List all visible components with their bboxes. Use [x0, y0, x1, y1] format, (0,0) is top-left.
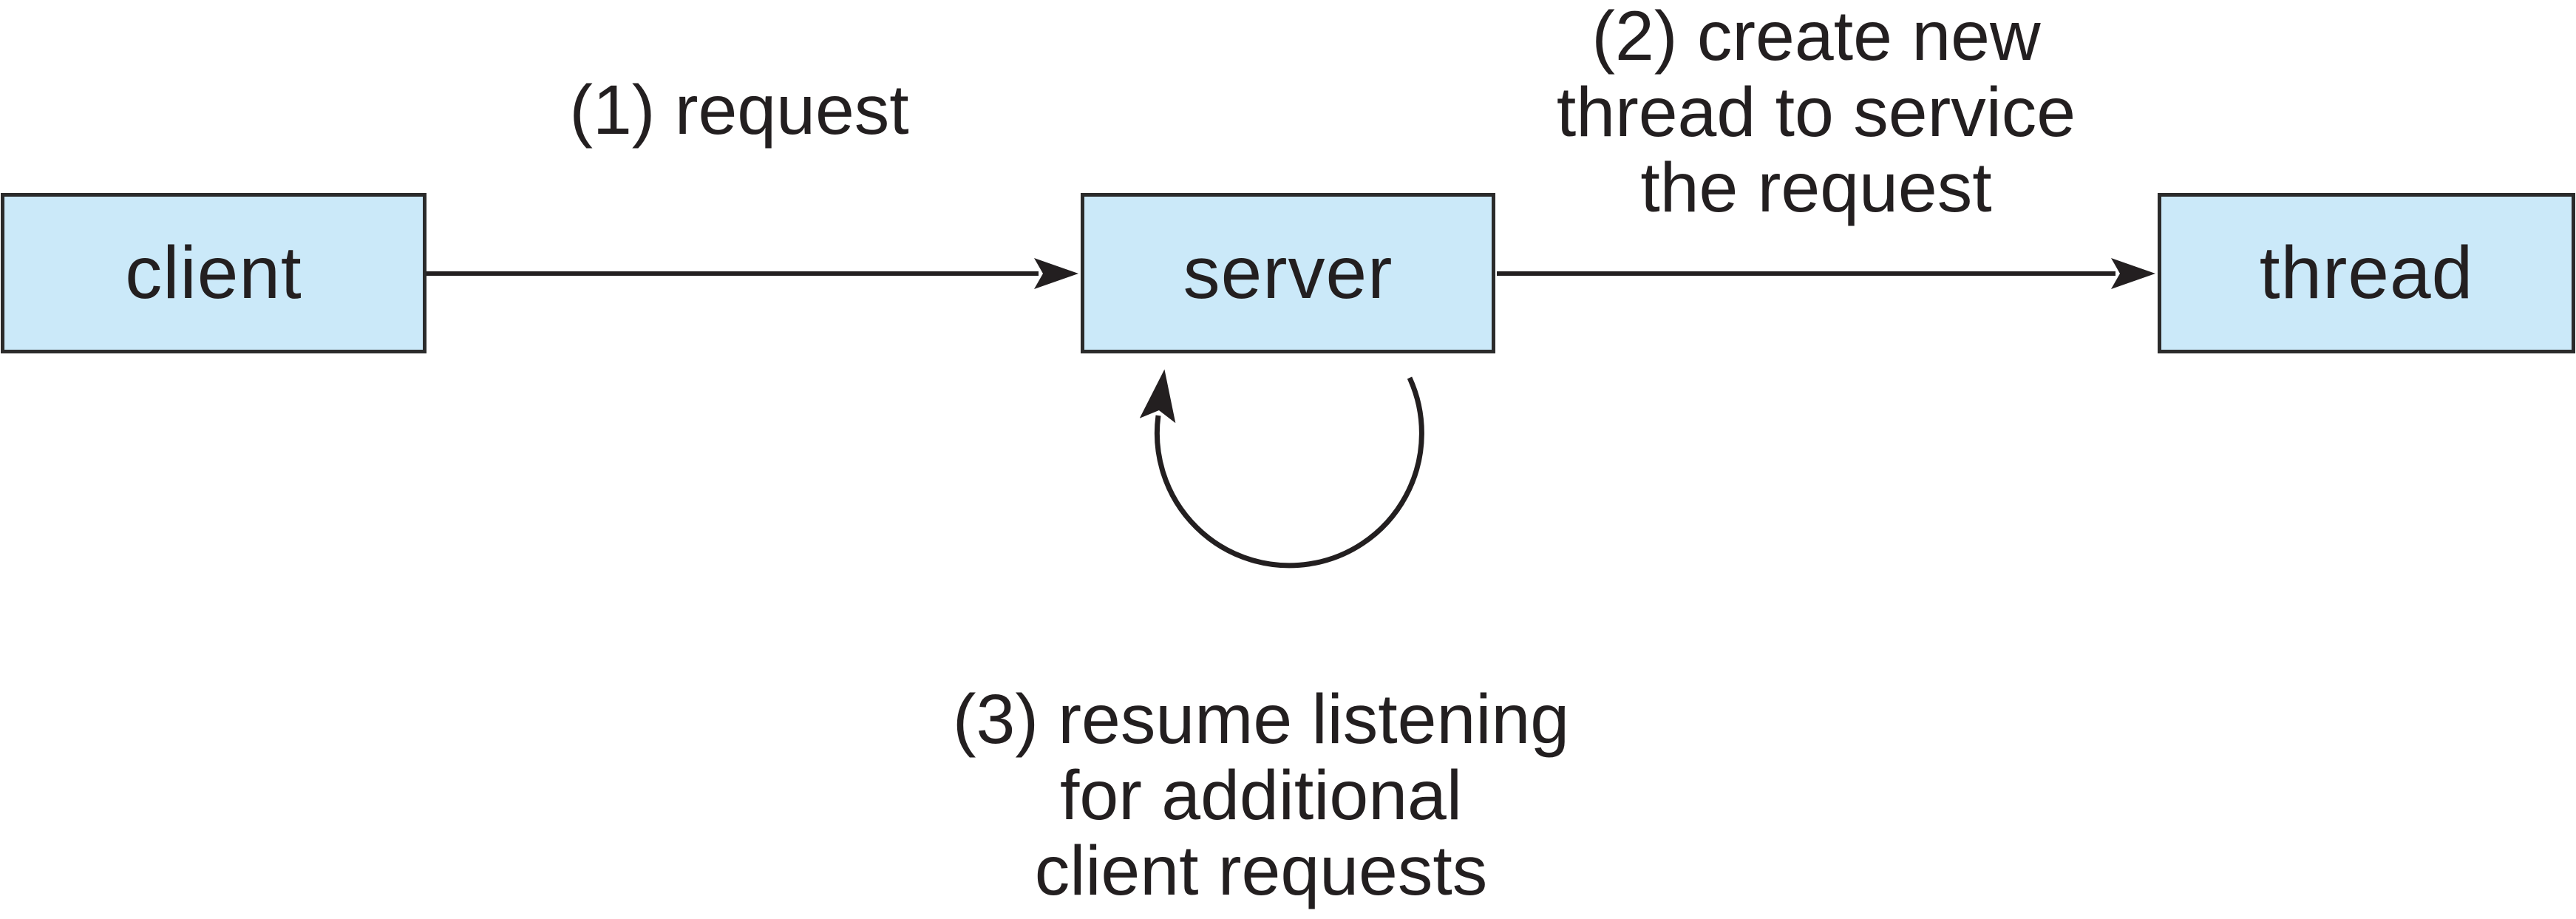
step2-create-thread-label: (2) create new thread to service the req… [1556, 0, 2076, 228]
thread-box-label: thread [2259, 231, 2474, 314]
step3-resume-listening-label: (3) resume listening for additional clie… [952, 680, 1570, 911]
thread-box: thread [2158, 193, 2575, 353]
server-box: server [1081, 193, 1495, 353]
resume-listening-loop-arrow [1139, 369, 1424, 569]
client-box: client [1, 193, 426, 353]
client-box-label: client [125, 231, 302, 314]
step1-request-label: (1) request [569, 71, 909, 149]
server-box-label: server [1183, 231, 1393, 314]
